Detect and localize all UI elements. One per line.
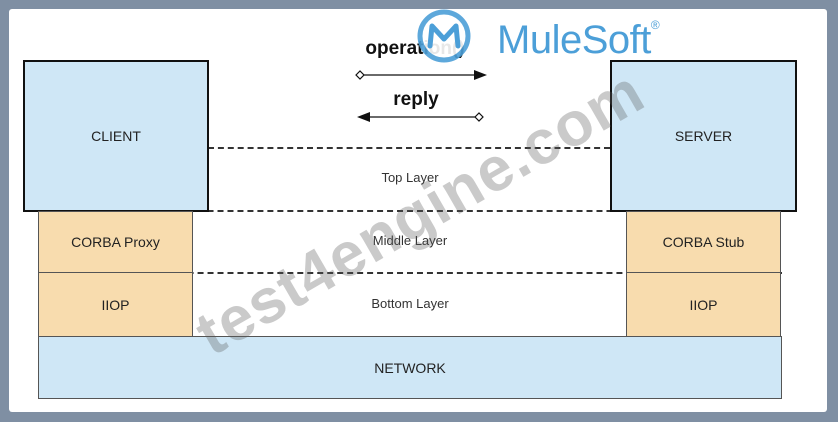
reply-arrow [357, 112, 484, 122]
mulesoft-logo-text: MuleSoft® [497, 18, 660, 63]
network-label: NETWORK [374, 359, 446, 376]
client-box: CLIENT [23, 60, 209, 212]
mulesoft-logo-icon [417, 9, 471, 63]
top-layer-label: Top Layer [381, 170, 439, 185]
server-iiop-label: IIOP [689, 296, 718, 313]
request-arrow [355, 70, 487, 80]
middle-layer-label: Middle Layer [372, 233, 448, 248]
bottom-layer-label: Bottom Layer [371, 296, 449, 311]
logo-wordmark: MuleSoft [497, 18, 651, 62]
network-box: NETWORK [38, 336, 782, 399]
server-corba-stub-box: CORBA Stub [626, 211, 781, 273]
client-iiop-label: IIOP [101, 296, 130, 313]
client-label: CLIENT [91, 128, 141, 144]
server-corba-stub-label: CORBA Stub [662, 234, 745, 250]
top-layer-lower-divider [38, 210, 782, 212]
reply-label: reply [393, 89, 439, 110]
logo-registered-mark: ® [650, 18, 660, 32]
top-layer-upper-divider [208, 147, 610, 149]
middle-layer-lower-divider [38, 272, 782, 274]
client-iiop-box: IIOP [38, 272, 193, 337]
server-box: SERVER [610, 60, 797, 212]
client-corba-proxy-label: CORBA Proxy [71, 234, 160, 250]
server-label: SERVER [674, 128, 733, 144]
